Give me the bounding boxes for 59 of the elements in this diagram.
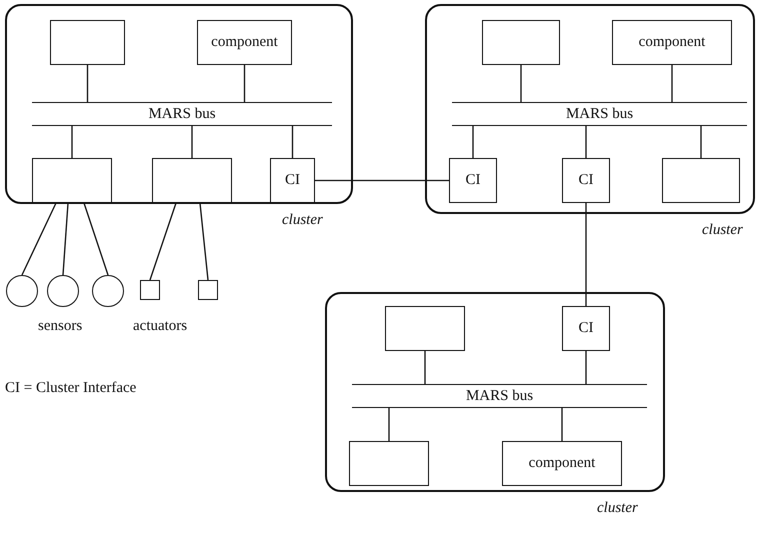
connector-line	[83, 202, 109, 276]
connector-line	[585, 126, 587, 158]
connector-line	[671, 65, 673, 102]
connector-line	[315, 180, 449, 182]
connector-line	[700, 126, 702, 158]
component-box	[502, 441, 622, 486]
connector-line	[561, 408, 563, 441]
connector-line	[520, 65, 522, 102]
connector-line	[388, 408, 390, 441]
node-label: component	[638, 34, 706, 51]
connector-line	[292, 126, 294, 158]
connector-line	[424, 351, 426, 384]
component-box	[612, 20, 732, 65]
component-box	[449, 158, 497, 203]
connector-line	[585, 351, 587, 384]
legend-note: CI = Cluster Interface	[5, 380, 136, 397]
component-box	[349, 441, 429, 486]
component-box	[662, 158, 740, 203]
component-box	[32, 158, 112, 203]
cluster-label: cluster	[597, 500, 638, 517]
node-label: CI	[578, 172, 594, 189]
component-box	[562, 306, 610, 351]
connector-line	[21, 202, 57, 276]
node-label: component	[211, 34, 278, 51]
component-box	[152, 158, 232, 203]
component-box	[562, 158, 610, 203]
actuator-box	[198, 280, 218, 300]
sensor-circle	[92, 275, 124, 307]
connector-line	[472, 126, 474, 158]
node-label: component	[528, 455, 596, 472]
bus-label: MARS bus	[148, 106, 216, 122]
connector-line	[191, 126, 193, 158]
bus-band	[32, 102, 332, 126]
node-label: CI	[466, 172, 480, 189]
cluster-label: cluster	[702, 222, 743, 239]
cluster-label: cluster	[282, 212, 323, 229]
sensors-label: sensors	[38, 318, 82, 335]
connector-line	[149, 202, 177, 280]
component-box	[50, 20, 125, 65]
bus-band	[352, 384, 647, 408]
connector-line	[244, 65, 246, 102]
component-box	[270, 158, 315, 203]
actuators-label: actuators	[133, 318, 188, 335]
component-box	[197, 20, 292, 65]
component-box	[482, 20, 560, 65]
actuator-box	[140, 280, 160, 300]
bus-band	[452, 102, 747, 126]
node-label: CI	[578, 320, 594, 337]
component-box	[385, 306, 465, 351]
connector-line	[71, 126, 73, 158]
connector-line	[199, 202, 209, 280]
connector-line	[86, 65, 88, 102]
bus-label: MARS bus	[566, 106, 634, 122]
bus-label: MARS bus	[466, 388, 534, 404]
node-label: CI	[285, 172, 300, 189]
connector-line	[585, 203, 587, 306]
connector-line	[62, 202, 69, 276]
sensor-circle	[6, 275, 38, 307]
sensor-circle	[47, 275, 79, 307]
